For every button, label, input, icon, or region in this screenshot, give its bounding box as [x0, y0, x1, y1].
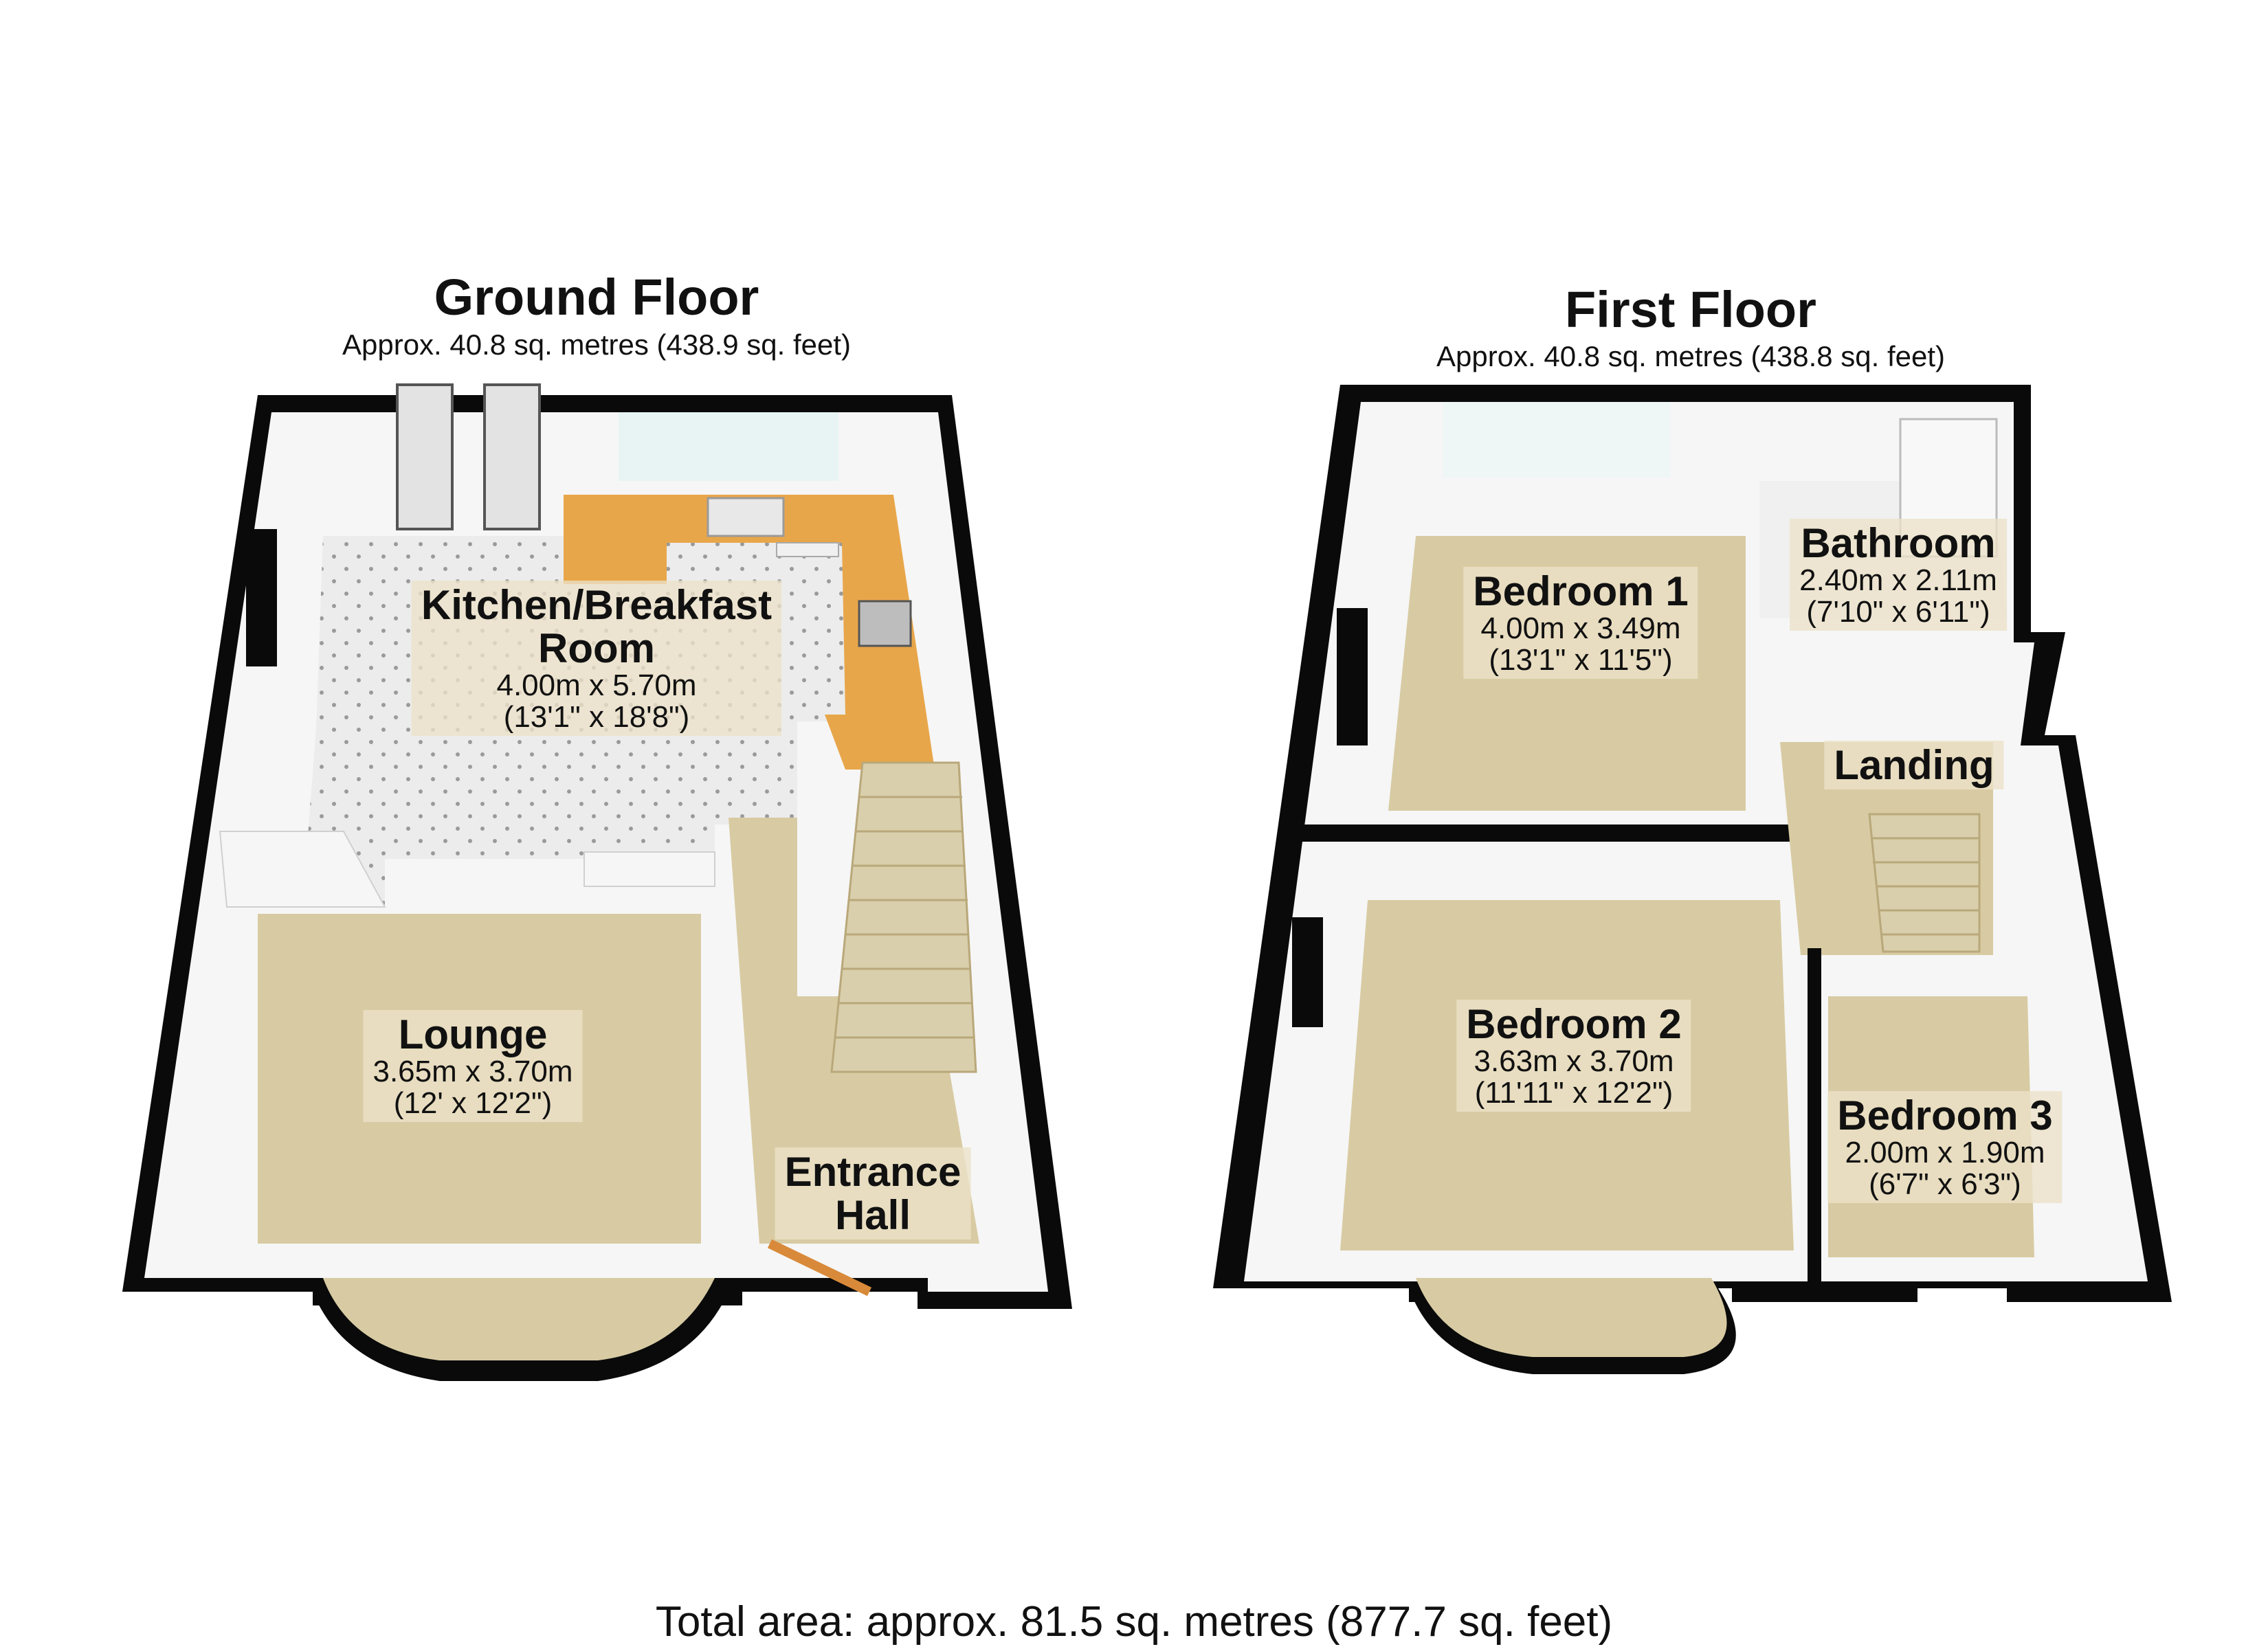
bedroom-1-window	[1443, 402, 1670, 478]
room-dimensions-imperial: (11'11" x 12'2")	[1474, 1076, 1674, 1110]
room-label-landing: Landing	[1824, 741, 2004, 789]
entrance-hall-floor	[729, 818, 979, 1244]
bedroom-1-chimney	[1337, 608, 1368, 745]
room-label-bedroom-3: Bedroom 3 2.00m x 1.90m (6'7" x 6'3")	[1827, 1091, 2063, 1204]
kitchen-appliance	[776, 542, 839, 557]
room-name: Bathroom	[1801, 520, 1996, 566]
room-dimensions-metric: 2.00m x 1.90m	[1845, 1136, 2045, 1169]
kitchen-door-left	[396, 383, 454, 530]
first-floor-plan	[1213, 385, 2172, 1374]
room-name: Landing	[1834, 742, 1994, 788]
room-label-lounge: Lounge 3.65m x 3.70m (12' x 12'2")	[363, 1010, 583, 1123]
room-dimensions-metric: 3.65m x 3.70m	[373, 1055, 573, 1088]
room-dimensions-imperial: (13'1" x 11'5")	[1489, 643, 1673, 677]
room-name: Kitchen/Breakfast	[421, 582, 772, 628]
room-label-kitchen: Kitchen/Breakfast Room 4.00m x 5.70m (13…	[411, 581, 782, 737]
room-dimensions-metric: 4.00m x 5.70m	[496, 669, 697, 702]
room-name-line2: Room	[538, 625, 655, 671]
ground-floor-stairs	[830, 761, 977, 1073]
room-label-bedroom-1: Bedroom 1 4.00m x 3.49m (13'1" x 11'5")	[1463, 567, 1698, 680]
room-dimensions-metric: 3.63m x 3.70m	[1474, 1044, 1674, 1078]
room-dimensions-imperial: (13'1" x 18'8")	[503, 700, 690, 734]
bedroom-2-3-wall	[1808, 948, 1821, 1288]
kitchen-lounge-wall-right	[583, 851, 715, 887]
kitchen-worktop	[564, 495, 935, 770]
room-label-bedroom-2: Bedroom 2 3.63m x 3.70m (11'11" x 12'2")	[1456, 1000, 1691, 1112]
first-floor-title: First Floor	[1565, 281, 1816, 338]
room-dimensions-metric: 4.00m x 3.49m	[1480, 612, 1681, 645]
ground-floor-title: Ground Floor	[434, 269, 759, 326]
total-area: Total area: approx. 81.5 sq. metres (877…	[655, 1598, 1613, 1646]
room-label-entrance-hall: Entrance Hall	[775, 1147, 971, 1239]
room-name: Bedroom 1	[1473, 568, 1689, 614]
room-name: Entrance	[784, 1149, 961, 1195]
kitchen-lounge-wall	[219, 831, 386, 908]
lounge-bay-inner	[323, 1278, 715, 1360]
kitchen-window	[619, 412, 838, 481]
room-label-bathroom: Bathroom 2.40m x 2.11m (7'10" x 6'11")	[1790, 519, 2007, 631]
chimney-breast	[246, 529, 277, 666]
bedroom-2-bay-inner	[1416, 1278, 1727, 1357]
bedroom-1-2-wall	[1302, 824, 1801, 842]
room-name: Lounge	[398, 1011, 548, 1057]
kitchen-sink	[707, 497, 785, 537]
bedroom-2-chimney	[1292, 917, 1323, 1027]
room-name: Bedroom 2	[1466, 1001, 1682, 1047]
kitchen-door-right	[483, 383, 541, 530]
ground-floor-plan	[122, 383, 1072, 1381]
room-dimensions-imperial: (6'7" x 6'3")	[1869, 1167, 2021, 1202]
room-name: Bedroom 3	[1837, 1092, 2053, 1138]
room-dimensions-imperial: (7'10" x 6'11")	[1806, 595, 1990, 629]
room-name-line2: Hall	[834, 1192, 911, 1238]
kitchen-hob	[858, 600, 912, 647]
room-dimensions-metric: 2.40m x 2.11m	[1799, 563, 1997, 597]
room-dimensions-imperial: (12' x 12'2")	[393, 1086, 553, 1121]
front-door	[767, 1239, 872, 1297]
first-floor-stairs	[1868, 813, 1981, 953]
first-floor-area: Approx. 40.8 sq. metres (438.8 sq. feet)	[1436, 340, 1946, 372]
ground-floor-area: Approx. 40.8 sq. metres (438.9 sq. feet)	[342, 328, 852, 361]
